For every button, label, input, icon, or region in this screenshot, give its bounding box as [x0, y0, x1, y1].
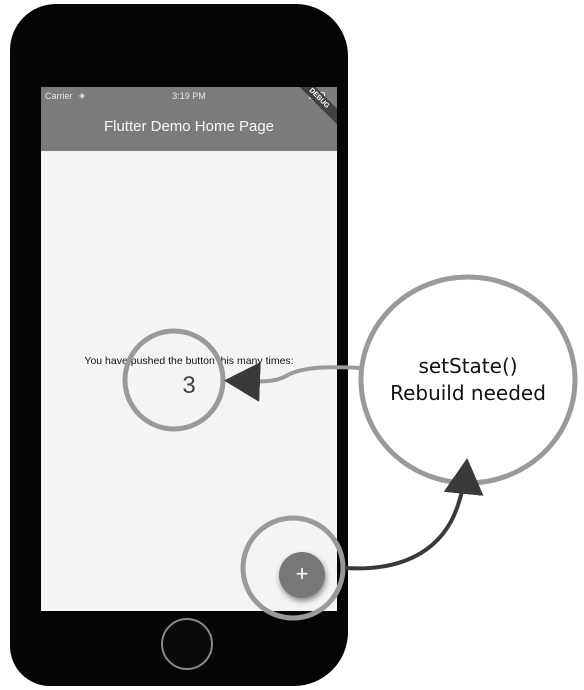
wifi-icon: ◈	[79, 91, 86, 100]
fab-highlight-circle	[240, 515, 346, 621]
plus-icon: +	[295, 561, 309, 586]
app-bar: Carrier ◈ 3:19 PM Flutter Demo Home Page…	[41, 87, 337, 151]
counter-highlight-circle	[122, 328, 226, 432]
page-title: Flutter Demo Home Page	[103, 118, 275, 135]
rebuild-arrow	[224, 361, 361, 402]
status-time: 3:19 PM	[172, 91, 206, 101]
phone-frame: Carrier ◈ 3:19 PM Flutter Demo Home Page…	[10, 4, 348, 686]
callout-line-setstate: setState()	[418, 354, 518, 378]
counter-value: 3	[182, 372, 196, 399]
callout-line-rebuild: Rebuild needed	[390, 381, 546, 405]
carrier-label: Carrier	[45, 91, 73, 101]
callout-text: setState() Rebuild needed	[362, 276, 574, 484]
home-button[interactable]	[161, 618, 213, 670]
increment-button[interactable]: +	[279, 552, 325, 598]
setstate-arrow	[344, 458, 484, 571]
app-screen: Carrier ◈ 3:19 PM Flutter Demo Home Page…	[41, 87, 337, 611]
